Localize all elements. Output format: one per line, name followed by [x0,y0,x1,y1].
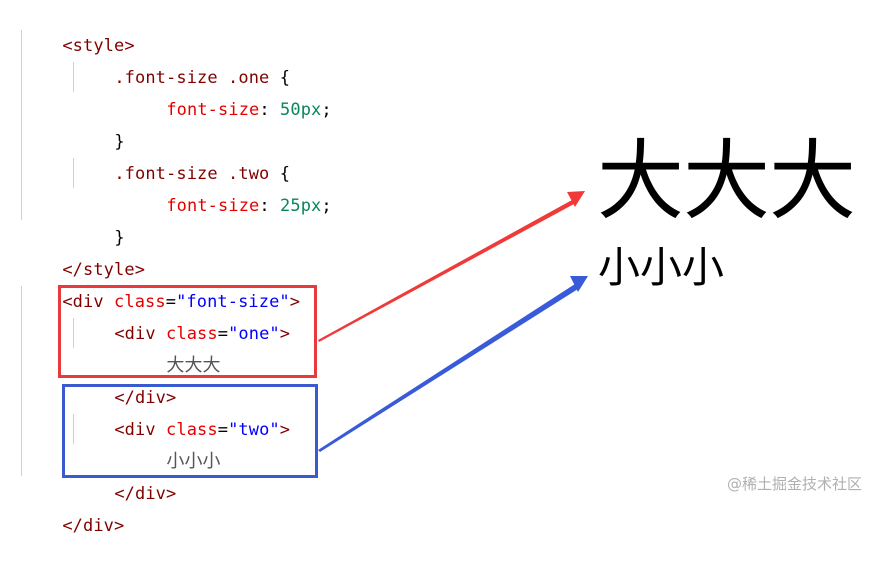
code-line-div-close: </div> [73,446,176,504]
code-token: </div> [114,388,177,408]
code-token: ; [321,100,332,120]
code-token: ; [321,196,332,216]
code-token: { [269,68,291,88]
code-token: class [114,292,166,312]
code-line-selector-two: .font-size .two { [73,126,290,184]
code-token: class [166,420,218,440]
code-token: = [217,420,229,440]
code-token: "one" [228,324,280,344]
code-token: { [269,164,291,184]
indent-guide [73,62,74,92]
code-token: </div> [114,484,177,504]
code-token: 小小小 [166,451,221,472]
code-token: 25px [280,196,322,216]
code-line-div-close: </div> [73,350,176,408]
code-line-div-font-size: <div class="font-size"> [21,254,300,312]
highlight-box-two [62,384,318,478]
code-line-selector-one: .font-size .one { [73,30,290,88]
code-line-font-size-50: font-size: 50px; [125,62,332,120]
code-token: font-size [166,196,260,216]
code-token: "two" [228,420,280,440]
code-line-close-brace: } [73,190,125,248]
code-token: <div [114,324,167,344]
code-editor-snippet: <style> .font-size .one { font-size: 50p… [21,0,332,536]
code-token: <div [114,420,167,440]
code-line-text-small: 小小小 [125,414,221,472]
highlight-box-one [58,285,317,378]
code-line-text-big: 大大大 [125,318,221,376]
indent-guide [73,414,74,444]
code-token: = [165,292,177,312]
code-line-style-close: </style> [21,222,145,280]
code-token: } [114,228,125,248]
indent-guide [73,318,74,348]
code-token: : [259,100,281,120]
code-token: > [289,292,301,312]
code-token: </style> [62,260,146,280]
code-token: </div> [62,516,125,536]
code-token: } [114,132,125,152]
arrows-layer [318,191,588,452]
code-token: : [259,196,281,216]
code-token: > [279,420,291,440]
code-token: > [279,324,291,344]
indent-guide [73,158,74,188]
code-line-font-size-25: font-size: 25px; [125,158,332,216]
code-token: .font-size .two [114,164,270,184]
indent-guide [21,30,22,220]
indent-guide [21,286,22,476]
code-token: 50px [280,100,322,120]
rendered-small-text: 小小小 [598,243,725,292]
code-token: class [166,324,218,344]
code-token: <style> [62,36,135,56]
code-token: 大大大 [166,355,221,376]
rendered-big-text: 大大大 [597,130,856,232]
code-token: "font-size" [176,292,290,312]
arrow-red-icon [318,191,585,342]
code-token: font-size [166,100,260,120]
code-token: .font-size .one [114,68,270,88]
code-token: = [217,324,229,344]
code-line-style-open: <style> [21,0,135,56]
code-line-div-two: <div class="two"> [73,382,290,440]
watermark: @稀土掘金技术社区 [726,475,862,493]
arrow-blue-icon [318,276,588,452]
code-line-div-one: <div class="one"> [73,286,290,344]
code-token: <div [62,292,115,312]
code-line-close-brace: } [73,94,125,152]
